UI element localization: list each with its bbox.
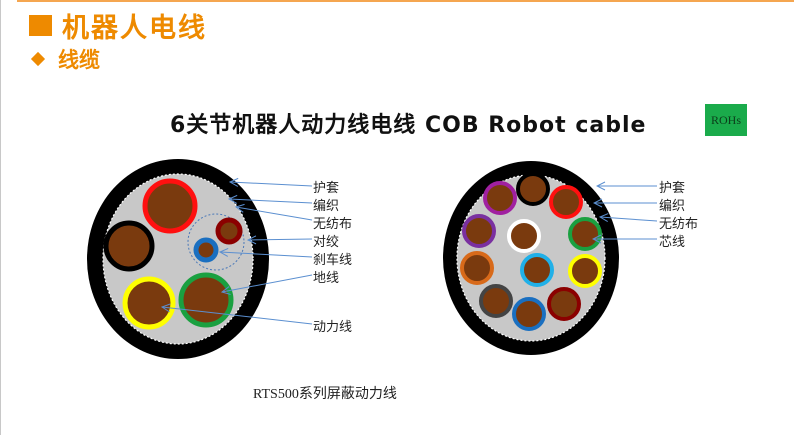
label-power-wire: 动力线 [313, 320, 353, 335]
page-left-border [0, 0, 1, 435]
diagram-title: 6关节机器人动力线电线 COB Robot cable [170, 113, 647, 138]
page-heading: 机器人电线 [29, 6, 207, 45]
label-ground-wire: 地线 [313, 271, 340, 286]
left-cable-cross-section [87, 159, 313, 359]
page-subheading: 线缆 [30, 44, 100, 74]
label-brake-wire: 刹车线 [313, 253, 353, 268]
label-sheath: 护套 [313, 181, 340, 196]
label-braid-right: 编织 [659, 199, 686, 214]
diagram-caption: RTS500系列屏蔽动力线 [253, 387, 397, 402]
subheading-text: 线缆 [58, 48, 100, 72]
top-accent-bar [17, 0, 794, 2]
label-nonwoven-right: 无纺布 [659, 217, 699, 232]
label-sheath-right: 护套 [659, 181, 686, 196]
label-nonwoven: 无纺布 [313, 217, 353, 232]
label-core-wire: 芯线 [659, 235, 686, 250]
rohs-badge: ROHs [705, 104, 747, 136]
square-bullet-icon [29, 15, 52, 36]
label-twisted-pair: 对绞 [313, 235, 340, 250]
label-braid: 编织 [313, 199, 340, 214]
heading-text: 机器人电线 [62, 13, 207, 44]
right-cable-cross-section [443, 161, 658, 355]
